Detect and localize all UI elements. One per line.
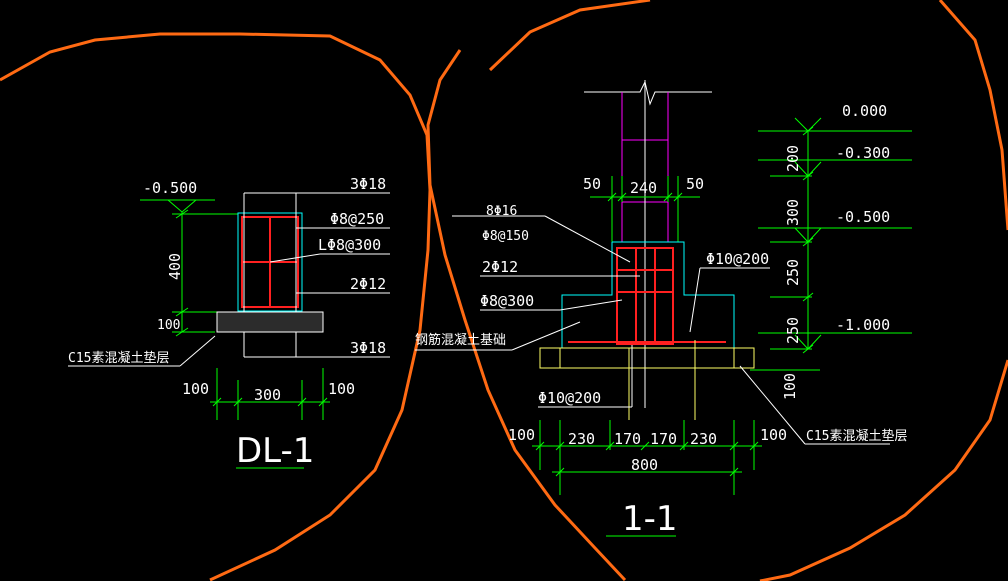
dl1-dim-height: 400: [166, 253, 184, 280]
sec-elev-1: -0.300: [836, 144, 890, 162]
sec-elev-3: -1.000: [836, 316, 890, 334]
sec-mesh-bottom: Φ10@200: [538, 389, 601, 407]
sec-bdim-0: 100: [508, 426, 535, 444]
sec-bdim-4: 230: [690, 430, 717, 448]
dl1-title: DL-1: [236, 431, 314, 471]
sec-stirrup-150: Φ8@150: [482, 229, 529, 244]
sec-dim-50-right: 50: [686, 175, 704, 193]
sec-vdim-250a: 250: [784, 259, 802, 286]
revision-cloud-right: [426, 0, 1008, 581]
dl1-dim-cushion: 100: [157, 318, 180, 333]
dl1-dim-width: 300: [254, 386, 281, 404]
sec-title: 1-1: [622, 499, 678, 539]
section-1-1: 50 240 50 8Φ16 Φ8@150 2Φ12: [415, 80, 912, 539]
sec-footing-label: 钢筋混凝土基础: [415, 332, 506, 348]
sec-bdim-1: 230: [568, 430, 595, 448]
dl1-dim-left: 100: [182, 380, 209, 398]
sec-vdim-250b: 250: [784, 317, 802, 344]
sec-dim-wall: 240: [630, 179, 657, 197]
sec-bdim-2: 170: [614, 430, 641, 448]
sec-dim-cushion: 100: [781, 373, 799, 400]
sec-bdim-5: 100: [760, 426, 787, 444]
dl1-elevation: -0.500: [143, 179, 197, 197]
revision-cloud-left: [0, 32, 432, 581]
sec-total-width: 800: [631, 456, 658, 474]
sec-elev-0: 0.000: [842, 102, 887, 120]
dl1-cushion-label: C15素混凝土垫层: [68, 350, 169, 366]
sec-bdim-3: 170: [650, 430, 677, 448]
sec-bars-8phi16: 8Φ16: [486, 204, 517, 219]
sec-bars-2phi12: 2Φ12: [482, 258, 518, 276]
dl1-bottom-bars: 3Φ18: [350, 339, 386, 357]
sec-mesh-right: Φ10@200: [706, 250, 769, 268]
dl1-dim-right: 100: [328, 380, 355, 398]
dl1-top-bars: 3Φ18: [350, 175, 386, 193]
dl1-detail: -0.500 400 100 3Φ18 Φ8@250 LΦ8@300 2Φ12 …: [68, 175, 390, 471]
sec-dim-50-left: 50: [583, 175, 601, 193]
sec-cushion-label: C15素混凝土垫层: [806, 428, 907, 444]
sec-elev-2: -0.500: [836, 208, 890, 226]
dl1-side-bars: 2Φ12: [350, 275, 386, 293]
dl1-stirrup-b: LΦ8@300: [318, 236, 381, 254]
dl1-stirrup-a: Φ8@250: [330, 210, 384, 228]
sec-vdim-300: 300: [784, 199, 802, 226]
sec-stirrup-300: Φ8@300: [480, 292, 534, 310]
sec-vdim-200: 200: [784, 145, 802, 172]
